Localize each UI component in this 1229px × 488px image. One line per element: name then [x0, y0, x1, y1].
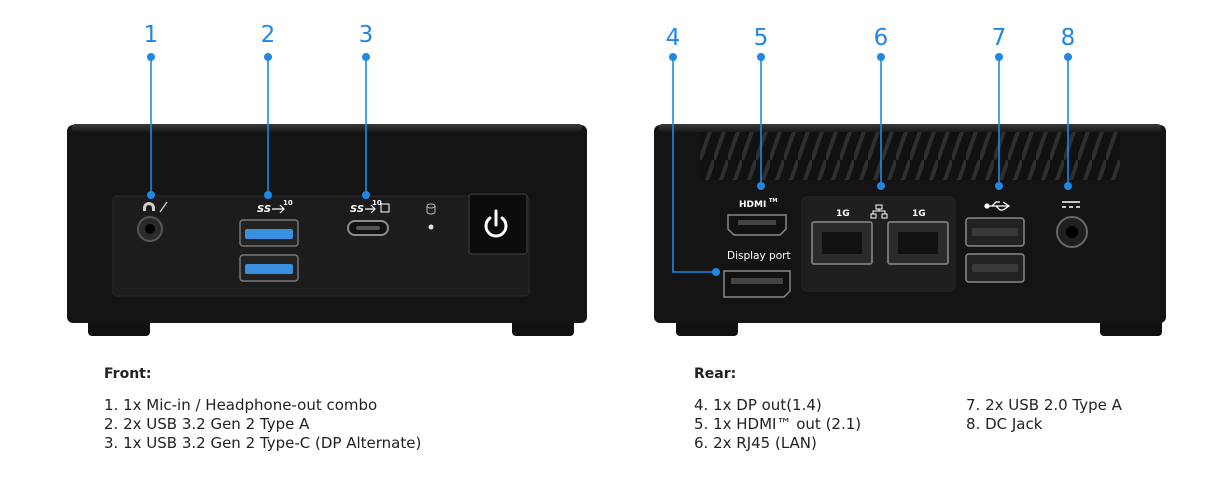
list-item: 7. 2x USB 2.0 Type A	[966, 396, 1122, 414]
callout-dot	[264, 53, 272, 61]
power-icon	[484, 209, 508, 238]
callout-dot	[995, 182, 1003, 190]
callout-number-6: 6	[874, 25, 889, 51]
status-led	[428, 224, 434, 230]
callout-number-8: 8	[1061, 25, 1076, 51]
usb-superspeed-icon	[272, 204, 285, 214]
list-item: 5. 1x HDMI™ out (2.1)	[694, 415, 862, 433]
lan-speed-label-left: 1G	[836, 209, 850, 219]
list-item: 4. 1x DP out(1.4)	[694, 396, 822, 414]
callout-number-7: 7	[992, 25, 1007, 51]
callout-dot	[877, 53, 885, 61]
callout-leader-4	[672, 57, 716, 273]
list-item: 3. 1x USB 3.2 Gen 2 Type-C (DP Alternate…	[104, 434, 422, 452]
dc-jack-hole	[1066, 226, 1078, 238]
callout-dot	[1064, 182, 1072, 190]
list-item: 6. 2x RJ45 (LAN)	[694, 434, 817, 452]
callouts: 1 2 3 4 5 6 7 8	[144, 22, 1076, 276]
front-feature-list: 1. 1x Mic-in / Headphone-out combo 2. 2x…	[104, 396, 421, 453]
rear-unit: HDMI TM Display port 1G 1G	[654, 124, 1166, 336]
callout-number-2: 2	[261, 22, 276, 48]
displayport-tongue	[731, 278, 783, 284]
rj45-socket	[898, 232, 938, 254]
usb-c-superspeed-icon	[365, 204, 376, 214]
power-button[interactable]	[468, 193, 528, 255]
callout-dot	[362, 191, 370, 199]
storage-led-icon	[426, 203, 436, 215]
hdmi-tongue	[738, 220, 776, 225]
rear-feature-list-right: 7. 2x USB 2.0 Type A 8. DC Jack	[966, 396, 1122, 434]
callout-dot	[757, 182, 765, 190]
usb2-tongue	[972, 264, 1018, 272]
usb2-tongue	[972, 228, 1018, 236]
usb-c-gen-label: 10	[372, 199, 382, 207]
usb-gen-label: 10	[283, 199, 293, 207]
callout-dot	[1064, 53, 1072, 61]
callout-dot	[995, 53, 1003, 61]
dc-power-icon	[1062, 201, 1080, 208]
rear-heading: Rear:	[694, 366, 737, 382]
callout-dot	[264, 191, 272, 199]
chassis-top-edge	[72, 124, 582, 132]
usb-a-tongue	[245, 229, 293, 239]
vent-grille	[700, 132, 1120, 180]
usb-icon	[984, 201, 1011, 211]
callout-dot	[147, 191, 155, 199]
front-unit: SS 10 SS 10	[67, 124, 587, 336]
list-item: 1. 1x Mic-in / Headphone-out combo	[104, 396, 378, 414]
lan-panel	[801, 196, 956, 292]
callout-dot	[147, 53, 155, 61]
display-port-label: Display port	[727, 250, 791, 262]
callout-number-5: 5	[754, 25, 769, 51]
callout-dot	[877, 182, 885, 190]
usb-c-tongue	[356, 226, 380, 230]
callout-number-1: 1	[144, 22, 159, 48]
callout-dot	[712, 268, 720, 276]
list-item: 2. 2x USB 3.2 Gen 2 Type A	[104, 415, 310, 433]
list-item: 8. DC Jack	[966, 415, 1043, 433]
front-io-panel	[112, 195, 530, 297]
rj45-socket	[822, 232, 862, 254]
usb-a-tongue	[245, 264, 293, 274]
displayport-icon	[380, 203, 390, 213]
rear-feature-list-left: 4. 1x DP out(1.4) 5. 1x HDMI™ out (2.1) …	[694, 396, 861, 453]
usb-ss-label: SS	[257, 204, 271, 215]
callout-dot	[757, 53, 765, 61]
callout-dot	[669, 53, 677, 61]
usb-c-ss-label: SS	[350, 204, 364, 215]
callout-number-4: 4	[666, 25, 681, 51]
front-heading: Front:	[104, 366, 152, 382]
chassis-top-edge	[659, 124, 1161, 132]
network-icon	[870, 204, 888, 219]
hdmi-tm-label: TM	[769, 198, 777, 204]
hdmi-logo-icon: HDMI	[739, 200, 766, 210]
headphone-mic-icon	[143, 201, 168, 213]
callout-dot	[362, 53, 370, 61]
audio-jack-hole	[145, 224, 155, 234]
lan-speed-label-right: 1G	[912, 209, 926, 219]
callout-number-3: 3	[359, 22, 374, 48]
